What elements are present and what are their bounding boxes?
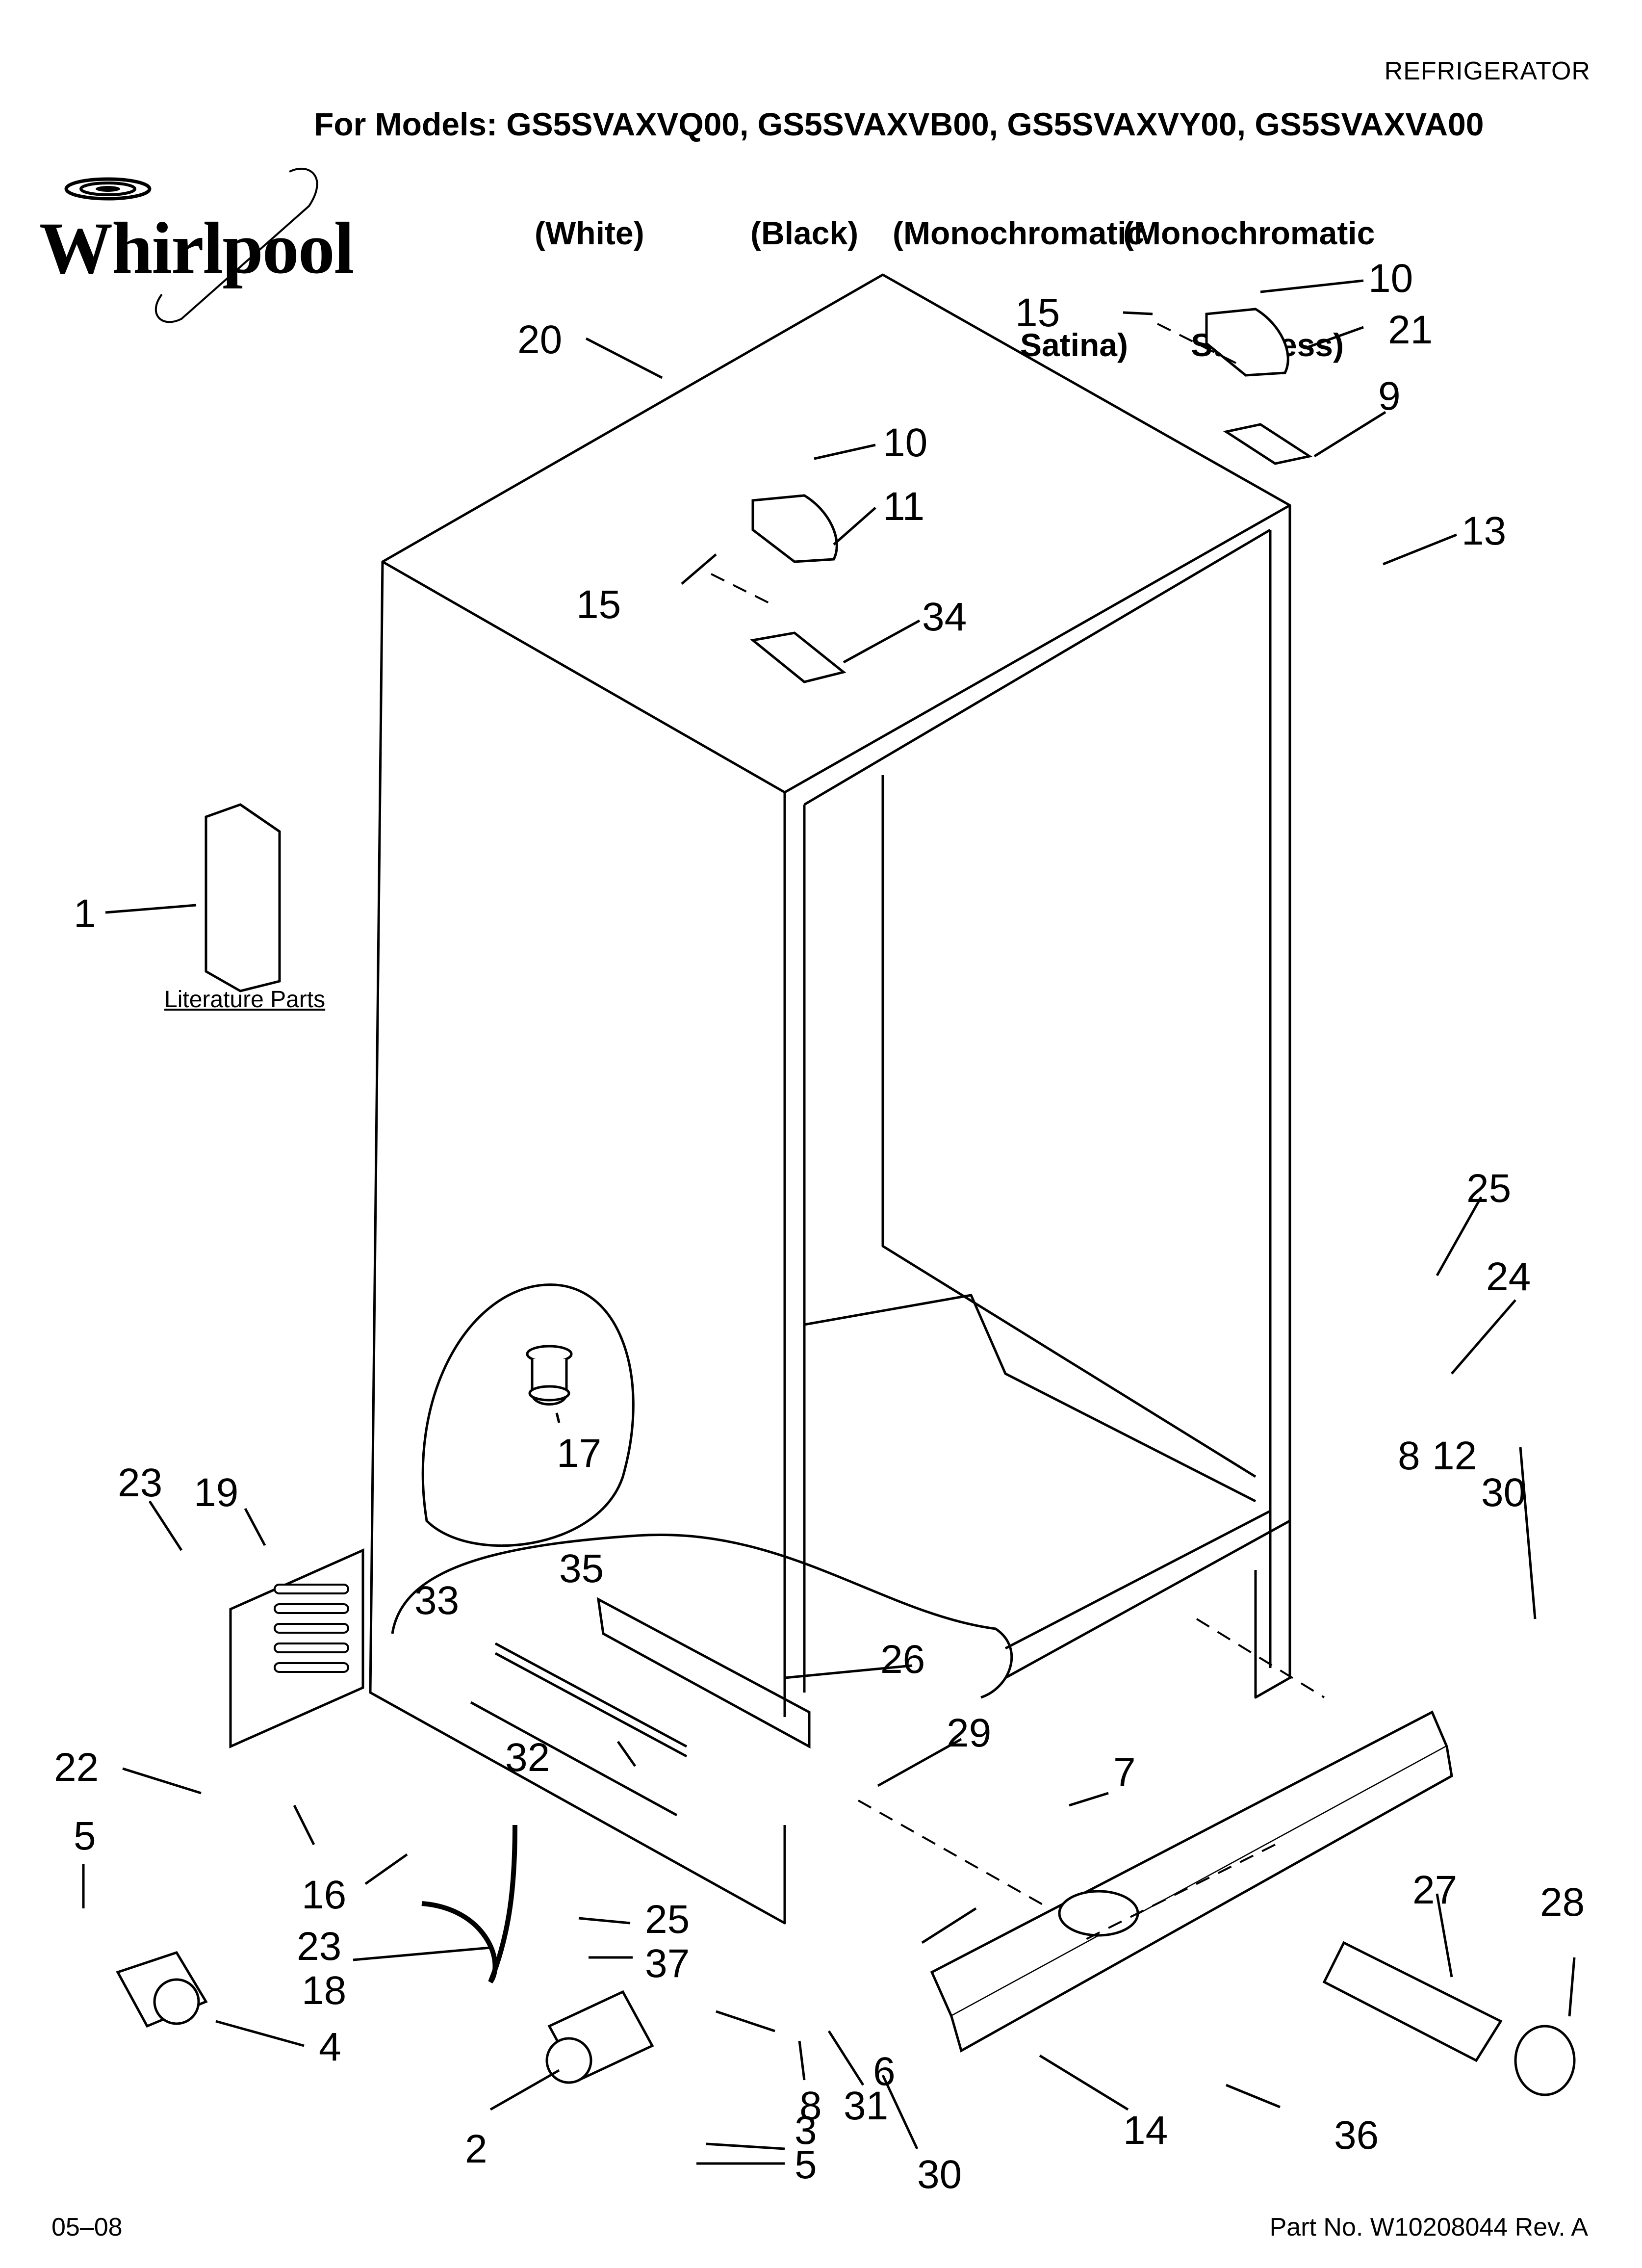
callout-22: 22 [54, 1745, 99, 1790]
callout-28: 28 [1540, 1880, 1585, 1925]
variant-satina-line1: (Monochromatic [893, 215, 1145, 251]
variant-satina-line2: Satina) [1020, 327, 1128, 363]
toe-grille-14-icon [930, 1710, 1453, 2053]
callout-8b: 8 [799, 2084, 822, 2128]
variant-white: (White) [535, 140, 644, 289]
models-line: For Models: GS5SVAXVQ00, GS5SVAXVB00, GS… [314, 106, 1484, 142]
leader-lines [82, 279, 1576, 2165]
callout-1: 1 [74, 891, 96, 936]
water-line-18-icon [421, 1825, 517, 1983]
callout-24: 24 [1486, 1254, 1531, 1299]
roller-4-icon [116, 1951, 208, 2028]
callout-13: 13 [1462, 509, 1506, 553]
callout-3: 3 [795, 2108, 817, 2153]
callout-11: 11 [883, 484, 924, 529]
callout-12: 12 [1432, 1434, 1477, 1478]
callout-4: 4 [319, 2025, 341, 2069]
callout-25a: 25 [1466, 1166, 1511, 1211]
callout-8a: 8 [1398, 1434, 1420, 1478]
assembly-dashes [711, 323, 1325, 1944]
callout-5b: 5 [795, 2142, 817, 2187]
detail-bubble-17 [421, 1283, 635, 1547]
hinge-2-icon [545, 1990, 654, 2084]
hinge-cover-11-icon [751, 494, 838, 563]
callout-5a: 5 [74, 1814, 96, 1858]
callout-26: 26 [880, 1637, 925, 1682]
footer-date: 05–08 [51, 2213, 123, 2242]
variant-stainless-line1: (Monochromatic [1123, 215, 1375, 251]
callout-9: 9 [1378, 374, 1401, 418]
tubes-icon [470, 1597, 811, 1817]
callout-33: 33 [414, 1578, 459, 1623]
callout-35: 35 [559, 1546, 604, 1591]
callout-19: 19 [194, 1470, 238, 1515]
hinge-bracket-34-icon [750, 631, 847, 683]
variant-black: (Black) [750, 140, 858, 289]
brand-logo-icon [64, 167, 318, 323]
callout-7: 7 [1113, 1750, 1136, 1795]
callout-14: 14 [1123, 2108, 1168, 2153]
callout-25b: 25 [645, 1897, 690, 1942]
plug-17-icon [526, 1345, 573, 1406]
hinge-cover-21-icon [1205, 308, 1289, 377]
callout-10b: 10 [883, 420, 927, 465]
callout-numbers: 1 2 3 4 5 5 6 7 8 8 9 10 10 11 12 13 14 … [54, 256, 1585, 2197]
callout-6: 6 [873, 2049, 896, 2094]
hinge-bracket-9-icon [1223, 423, 1313, 465]
callout-36: 36 [1334, 2113, 1379, 2158]
grille-19-icon [229, 1548, 364, 1748]
callout-20: 20 [517, 317, 562, 362]
callout-10a: 10 [1368, 256, 1413, 301]
callout-16: 16 [302, 1873, 346, 1917]
footer-part-number: Part No. W10208044 Rev. A [1269, 2213, 1588, 2242]
callout-30a: 30 [1481, 1470, 1526, 1515]
callout-2: 2 [465, 2127, 487, 2171]
variant-satina: (Monochromatic Satina) [893, 140, 1145, 401]
cabinet-outline [369, 273, 1291, 1925]
callout-29: 29 [947, 1711, 991, 1755]
callout-15a: 15 [1015, 290, 1060, 335]
water-filter-27-icon [1322, 1941, 1503, 2062]
callout-18: 18 [302, 1968, 346, 2013]
literature-booklet-icon [205, 803, 281, 992]
callout-32: 32 [505, 1735, 550, 1780]
callout-27: 27 [1412, 1868, 1457, 1912]
detail-bubble-lower [391, 1534, 1013, 1699]
callout-23b: 23 [297, 1924, 341, 1969]
callout-30b: 30 [917, 2152, 962, 2197]
brand-name: Whirlpool [39, 208, 354, 289]
callout-21: 21 [1388, 308, 1433, 352]
callout-15b: 15 [576, 582, 621, 627]
callout-23a: 23 [118, 1460, 162, 1505]
callout-34: 34 [922, 595, 967, 639]
callout-37: 37 [645, 1941, 690, 1986]
variant-black-line1: (Black) [750, 215, 859, 251]
callout-17: 17 [557, 1431, 601, 1476]
callout-31: 31 [844, 2084, 888, 2128]
variant-white-line1: (White) [535, 215, 644, 251]
category-label: REFRIGERATOR [1384, 57, 1591, 85]
filter-cap-28-icon [1514, 2025, 1576, 2096]
